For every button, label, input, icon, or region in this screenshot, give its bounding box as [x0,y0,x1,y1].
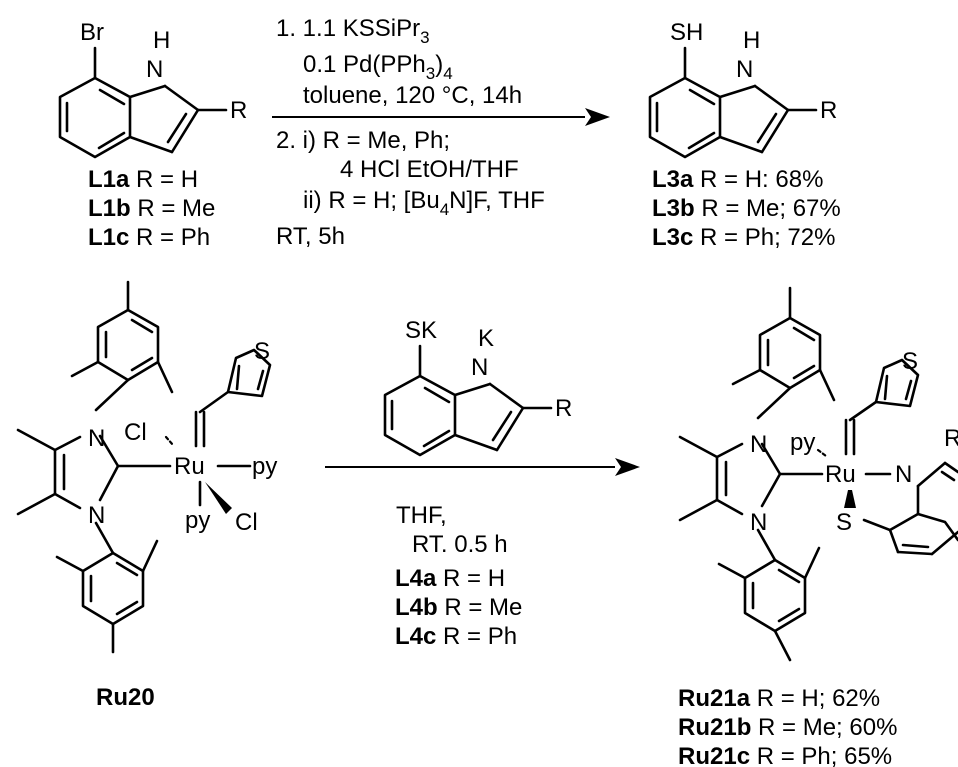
L4c-label: L4c R = Ph [395,623,517,650]
step2-arrow [325,458,640,476]
k-label: K [478,325,494,352]
cond-2: 0.1 Pd(PPh3)4 [303,51,453,83]
ru21-n2-label: N [750,509,767,536]
ru21-n-indole-label: N [895,461,912,488]
nh-h-label-L3: H [743,27,760,54]
r-label-L4: R [555,395,572,422]
thiol-label: SH [670,19,703,46]
Ru21a-label: Ru21a R = H; 62% [678,685,880,712]
Ru21b-label: Ru21b R = Me; 60% [678,714,897,741]
ru21-r-label: R [944,425,958,452]
cond-6: ii) R = H; [Bu4N]F, THF [303,187,545,219]
nitrogen-label-L4: N [471,354,488,381]
ru21-py-label: py [790,429,815,456]
L4b-label: L4b R = Me [395,594,522,621]
step1-arrow [272,108,610,126]
cond-1: 1. 1.1 KSSiPr3 [276,15,430,47]
L4a-label: L4a R = H [395,565,505,592]
n1-label: N [88,425,105,452]
cl2-label: Cl [235,509,258,536]
py2-label: py [185,507,210,534]
L1c-label: L1c R = Ph [88,224,210,251]
L1a-label: L1a R = H [88,166,198,193]
L3b-label: L3b R = Me; 67% [652,195,841,222]
ru-label: Ru [174,453,205,480]
L3a-label: L3a R = H: 68% [652,166,823,193]
bromo-label: Br [80,19,104,46]
cl1-label: Cl [124,419,147,446]
ru21-s-label: S [836,509,852,536]
step2-cond-1: THF, [396,502,447,529]
nh-h-label: H [153,27,170,54]
cond-4: 2. i) R = Me, Ph; [276,127,450,154]
step2-cond-2: RT. 0.5 h [412,531,508,558]
ru21-n1-label: N [750,431,767,458]
L1-compound-list: L1a R = H L1b R = Me L1c R = Ph [88,166,215,251]
structure-Ru20: N N Cl Ru py py Cl S [16,280,277,654]
r-label: R [230,97,247,124]
Ru21c-label: Ru21c R = Ph; 65% [678,743,892,767]
cond-5: 4 HCl EtOH/THF [340,156,519,183]
nitrogen-label-L3: N [736,56,753,83]
r-label-L3: R [820,97,837,124]
L3-compound-list: L3a R = H: 68% L3b R = Me; 67% L3c R = P… [652,166,841,251]
structure-L4: SK K N R [383,317,572,457]
L3c-label: L3c R = Ph; 72% [652,224,835,251]
cond-7: RT, 5h [276,223,345,250]
cond-3: toluene, 120 °C, 14h [303,82,522,109]
L1b-label: L1b R = Me [88,195,215,222]
Ru21-compound-list: Ru21a R = H; 62% Ru21b R = Me; 60% Ru21c… [678,685,897,767]
step1-conditions: 1. 1.1 KSSiPr3 0.1 Pd(PPh3)4 toluene, 12… [276,15,545,250]
L4-compound-list: L4a R = H L4b R = Me L4c R = Ph [395,565,522,650]
n2-label: N [88,502,105,529]
thiophene-s-label: S [254,338,270,365]
structure-L1: Br H N R [58,19,247,159]
structure-Ru21: N N py Ru N S S R [678,286,958,662]
structure-L3: SH H N R [648,19,837,159]
Ru20-label: Ru20 [96,684,155,711]
sk-label: SK [405,317,437,344]
py1-label: py [252,453,277,480]
nitrogen-label: N [146,56,163,83]
ru21-thiophene-s-label: S [902,348,918,375]
ru21-ru-label: Ru [825,461,856,488]
